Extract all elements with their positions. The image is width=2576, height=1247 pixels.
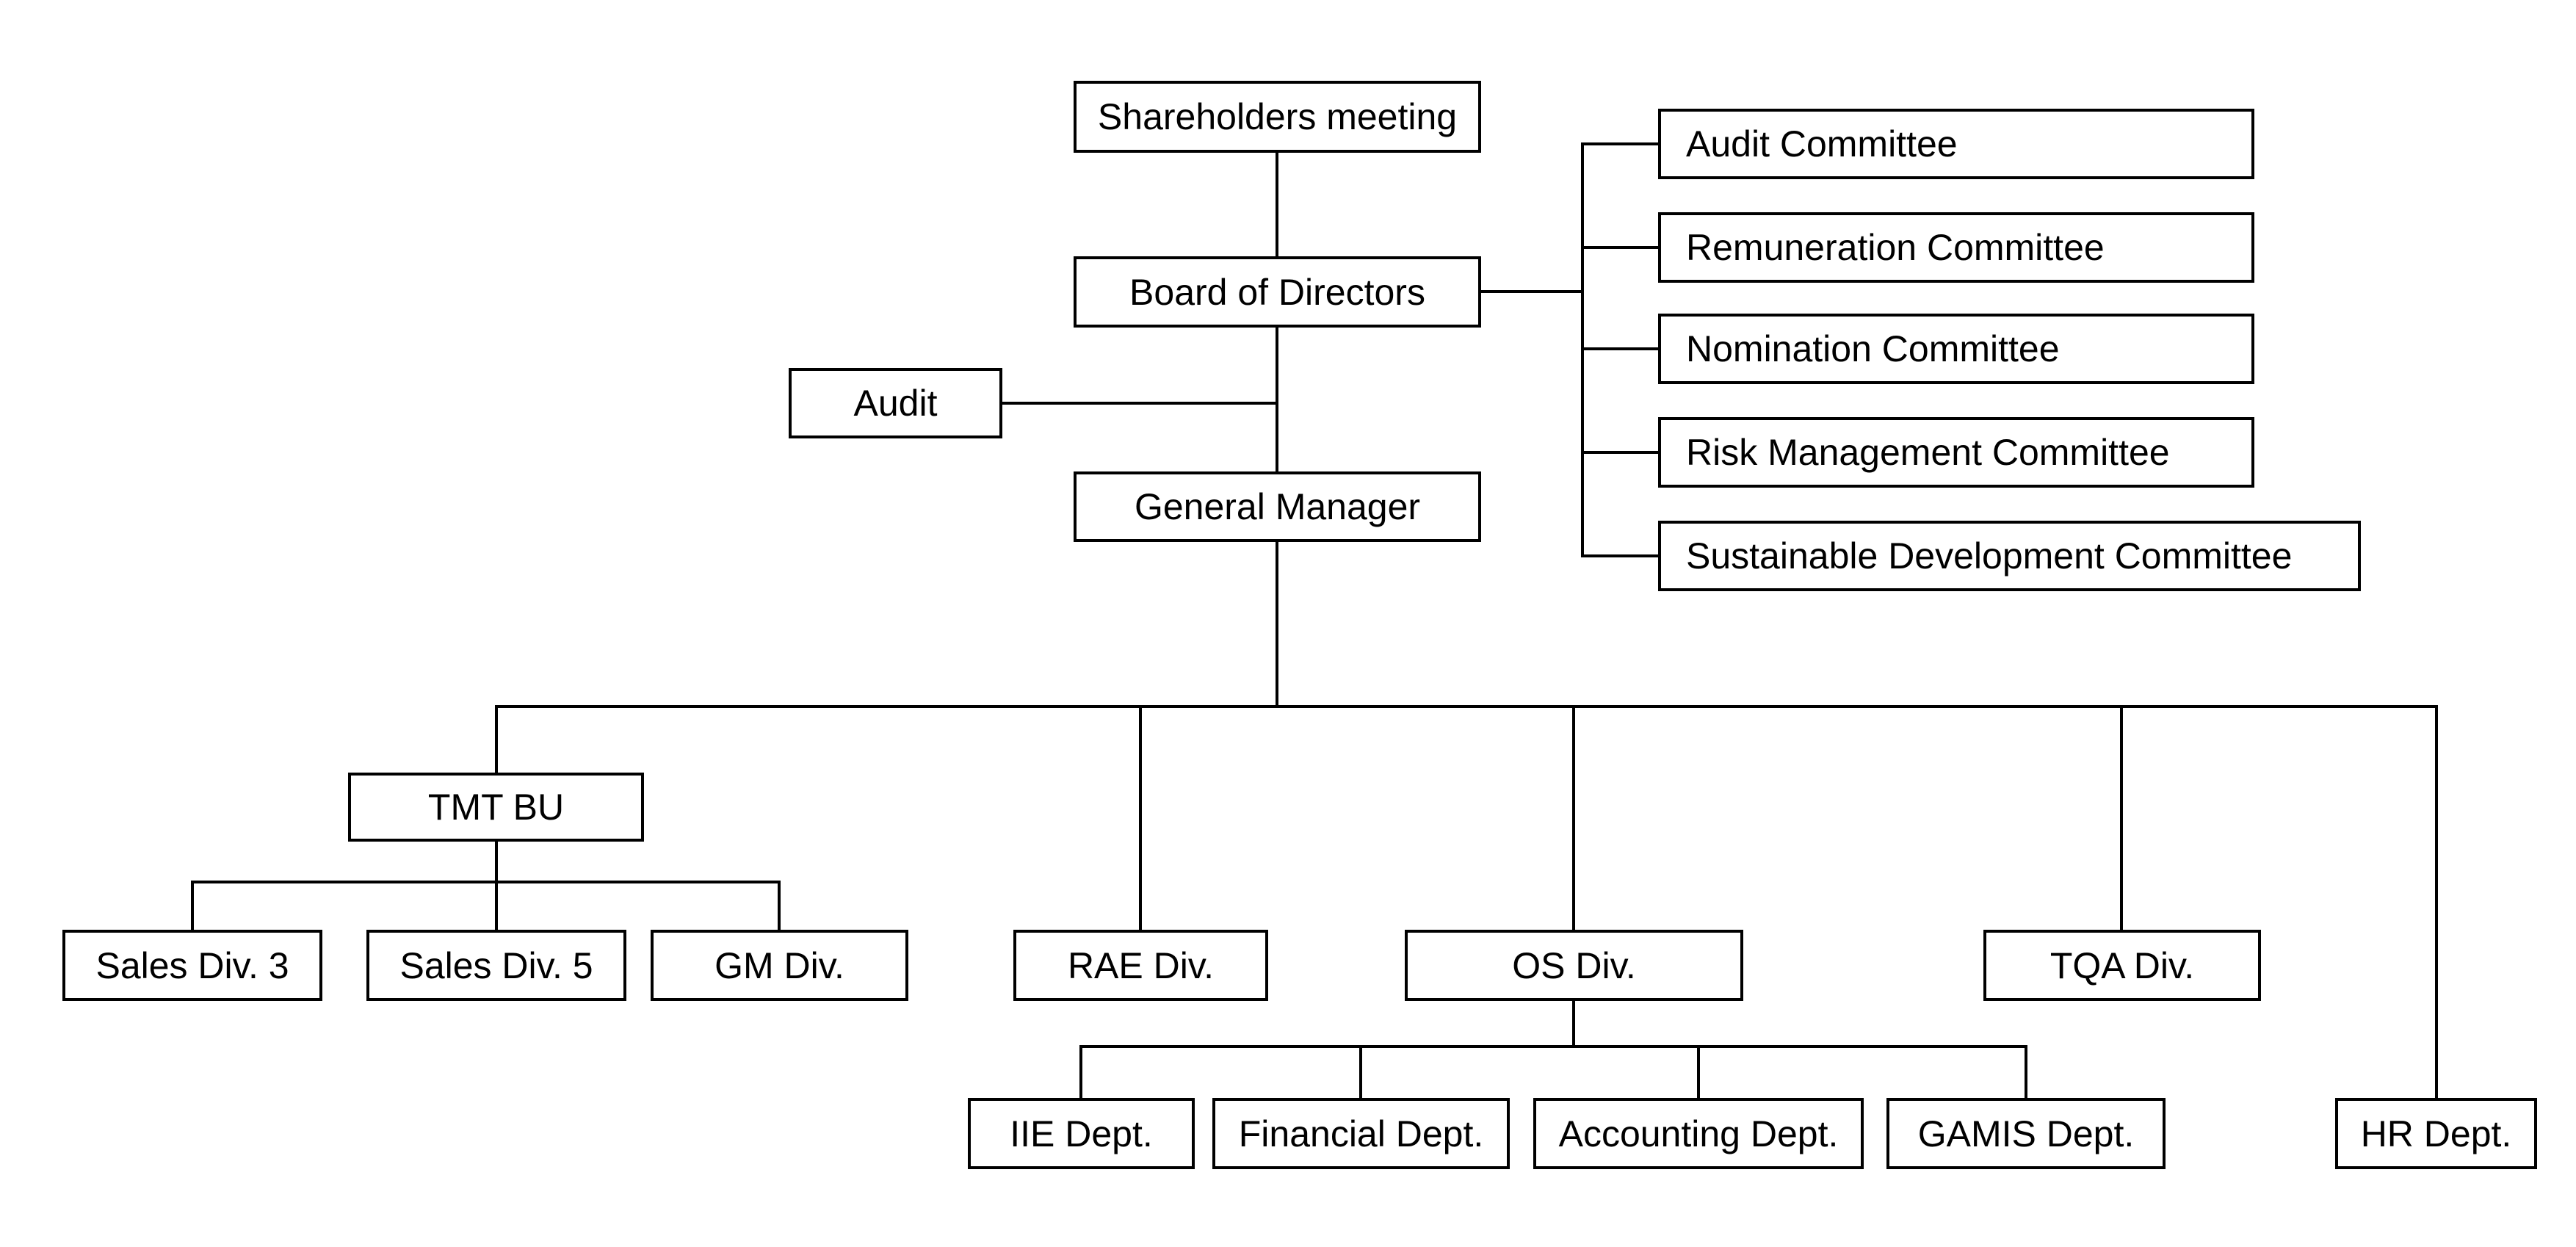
- connector-drop-tqa-div: [2120, 705, 2123, 930]
- node-risk-management-committee: Risk Management Committee: [1658, 417, 2254, 488]
- node-financial-dept: Financial Dept.: [1212, 1098, 1510, 1169]
- node-tqa-div: TQA Div.: [1983, 930, 2261, 1001]
- connector-drop-tmt-bu: [495, 705, 498, 773]
- connector-general-manager-bus: [1276, 542, 1278, 708]
- connector-tmt-bu-down: [495, 842, 498, 930]
- node-board-of-directors: Board of Directors: [1074, 256, 1481, 328]
- node-shareholders-meeting: Shareholders meeting: [1074, 81, 1481, 153]
- connector-drop-iie-dept: [1079, 1045, 1082, 1098]
- node-audit: Audit: [789, 368, 1002, 438]
- connector-drop-gamis-dept: [2025, 1045, 2027, 1098]
- connector-main-bus: [495, 705, 2438, 708]
- connector-drop-gm-div: [778, 881, 781, 930]
- connector-stub-remuneration-committee: [1581, 246, 1658, 249]
- node-general-manager: General Manager: [1074, 471, 1481, 542]
- connector-tmt-children-bus: [191, 881, 781, 883]
- connector-audit-link: [1002, 402, 1278, 405]
- node-accounting-dept: Accounting Dept.: [1533, 1098, 1864, 1169]
- connector-os-div-down: [1572, 1001, 1575, 1047]
- node-remuneration-committee: Remuneration Committee: [1658, 212, 2254, 283]
- node-sustainable-development-committee: Sustainable Development Committee: [1658, 521, 2361, 591]
- node-rae-div: RAE Div.: [1013, 930, 1268, 1001]
- connector-drop-accounting-dept: [1697, 1045, 1700, 1098]
- connector-drop-financial-dept: [1359, 1045, 1362, 1098]
- connector-drop-os-div: [1572, 705, 1575, 930]
- node-iie-dept: IIE Dept.: [968, 1098, 1195, 1169]
- node-sales-div-5: Sales Div. 5: [366, 930, 626, 1001]
- node-os-div: OS Div.: [1405, 930, 1743, 1001]
- connector-board-general-manager: [1276, 327, 1278, 471]
- connector-stub-audit-committee: [1581, 142, 1658, 145]
- connector-os-children-bus: [1079, 1045, 2027, 1048]
- node-gm-div: GM Div.: [651, 930, 908, 1001]
- node-hr-dept: HR Dept.: [2335, 1098, 2537, 1169]
- node-sales-div-3: Sales Div. 3: [62, 930, 322, 1001]
- connector-stub-sustainable-development-committee: [1581, 554, 1658, 557]
- node-tmt-bu: TMT BU: [348, 773, 644, 842]
- node-audit-committee: Audit Committee: [1658, 109, 2254, 179]
- connector-drop-sales-div-3: [191, 881, 194, 930]
- connector-stub-risk-management-committee: [1581, 451, 1658, 454]
- connector-drop-hr-dept: [2435, 705, 2438, 1098]
- connector-board-committee-spine: [1481, 290, 1584, 293]
- connector-stub-nomination-committee: [1581, 347, 1658, 350]
- connector-drop-rae-div: [1139, 705, 1142, 930]
- node-nomination-committee: Nomination Committee: [1658, 314, 2254, 384]
- connector-shareholders-board: [1276, 153, 1278, 256]
- node-gamis-dept: GAMIS Dept.: [1886, 1098, 2166, 1169]
